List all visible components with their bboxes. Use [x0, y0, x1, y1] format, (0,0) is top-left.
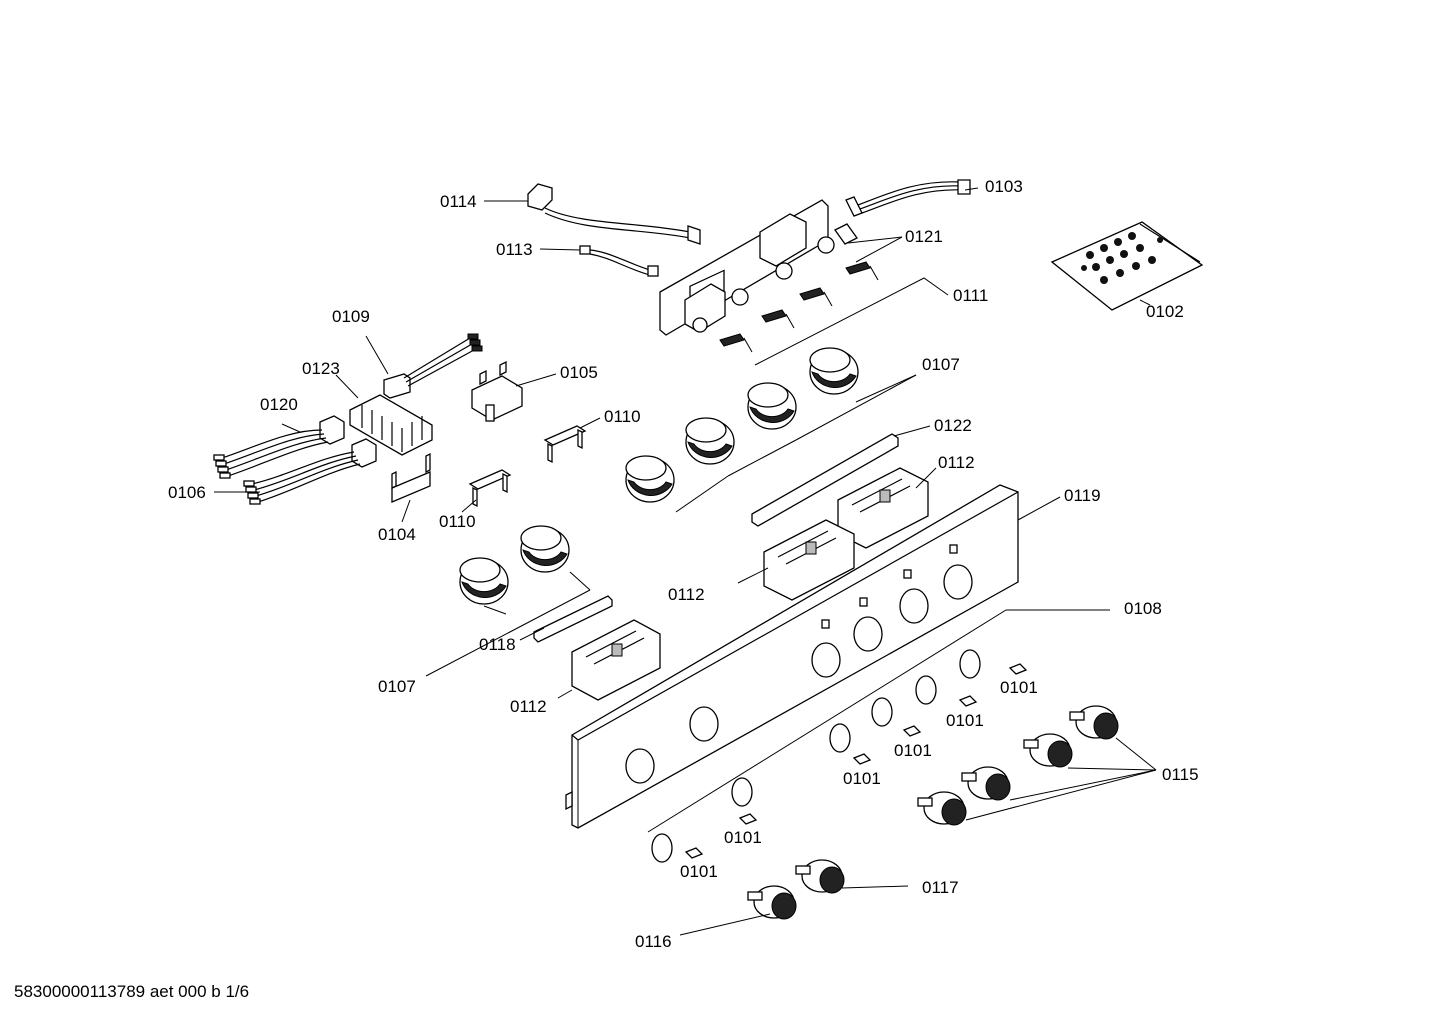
label-0101-c: 0101 [894, 741, 932, 760]
part-0104-bracket [391, 452, 431, 503]
callout-labels: 0114 0113 0103 0121 0111 0102 0109 0123 … [168, 177, 1199, 951]
label-0113: 0113 [496, 240, 533, 259]
part-0105-switch [471, 360, 523, 422]
label-0111: 0111 [953, 286, 988, 305]
part-0106-wire-leads [243, 438, 377, 505]
label-0120: 0120 [260, 395, 298, 414]
label-0106: 0106 [168, 483, 206, 502]
part-0123-terminal-block [349, 394, 433, 456]
part-0101-clips [684, 663, 1028, 859]
label-0101-a: 0101 [1000, 678, 1038, 697]
label-0119: 0119 [1064, 486, 1101, 505]
document-id: 58300000113789 aet 000 b 1/6 [14, 982, 250, 1001]
part-0109-connector [383, 333, 483, 399]
part-0111-control-module [659, 199, 879, 353]
part-0122-strip [751, 433, 899, 527]
label-0112-middle: 0112 [668, 585, 705, 604]
part-0116-knob [747, 885, 797, 920]
label-0109: 0109 [332, 307, 370, 326]
label-0104: 0104 [378, 525, 416, 544]
part-0113-wire [579, 245, 659, 277]
part-0107-sleeves-upper [625, 347, 859, 503]
label-0102: 0102 [1146, 302, 1184, 321]
label-0112-left: 0112 [510, 697, 547, 716]
label-0112-right: 0112 [938, 453, 975, 472]
label-0114: 0114 [440, 192, 477, 211]
label-0116: 0116 [635, 932, 672, 951]
part-0120-wire-leads [213, 415, 345, 479]
label-0103: 0103 [985, 177, 1023, 196]
part-0103-ribbon-harness [845, 179, 971, 217]
label-0121: 0121 [905, 227, 943, 246]
leader-lines [214, 187, 1157, 936]
label-0108: 0108 [1124, 599, 1162, 618]
label-0101-d: 0101 [843, 769, 881, 788]
label-0115: 0115 [1162, 765, 1199, 784]
part-0110-clip-upper [543, 425, 587, 464]
label-0101-e: 0101 [724, 828, 762, 847]
part-0117-knob [795, 859, 845, 894]
part-0118-strip [533, 595, 613, 643]
label-0101-b: 0101 [946, 711, 984, 730]
part-0112-holder-left [571, 619, 661, 701]
label-0110-lower: 0110 [439, 512, 476, 531]
label-0110-upper: 0110 [604, 407, 641, 426]
part-0112-holder-middle [763, 519, 855, 601]
label-0123: 0123 [302, 359, 340, 378]
label-0101-f: 0101 [680, 862, 718, 881]
part-0102-fastener-bag [1050, 221, 1204, 311]
label-0107-lower: 0107 [378, 677, 416, 696]
label-0122: 0122 [934, 416, 972, 435]
part-0108-rings [651, 649, 981, 863]
part-0114-wiring-harness [527, 183, 701, 245]
part-0119-control-panel [565, 484, 1019, 829]
part-0115-knobs [917, 705, 1119, 826]
part-0107-sleeves-lower [459, 525, 570, 605]
label-0118: 0118 [479, 635, 516, 654]
label-0107-upper: 0107 [922, 355, 960, 374]
label-0105: 0105 [560, 363, 598, 382]
part-0110-clip-lower [468, 469, 512, 508]
label-0117: 0117 [922, 878, 959, 897]
